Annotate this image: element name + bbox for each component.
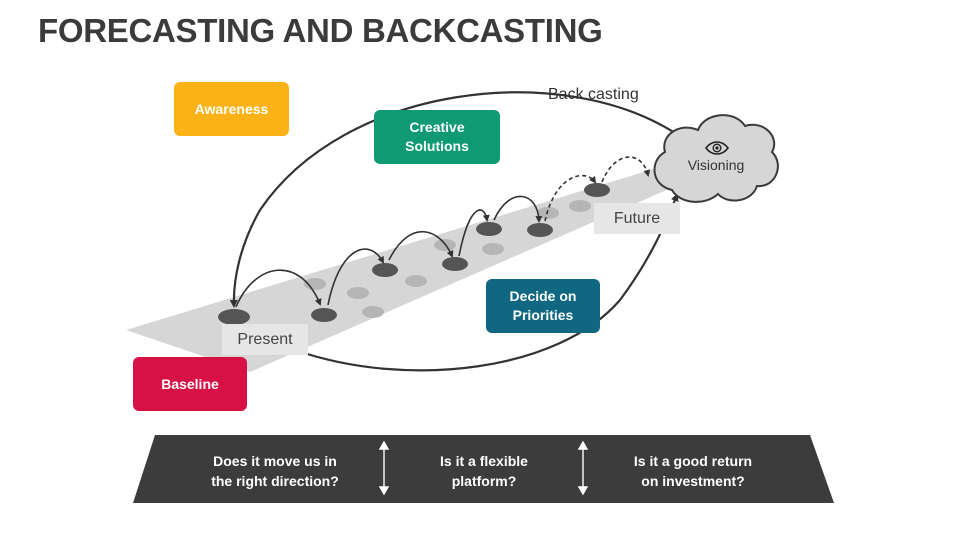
question-direction: Does it move us in the right direction? bbox=[211, 453, 339, 489]
hop-arrow bbox=[388, 230, 454, 261]
visioning-label: Visioning bbox=[687, 157, 745, 173]
question-flexible: Is it a flexible platform? bbox=[440, 453, 528, 489]
hop-arrow bbox=[493, 195, 543, 223]
dark-stone bbox=[584, 183, 610, 197]
hop-arrow bbox=[235, 269, 322, 308]
dark-stone bbox=[527, 223, 553, 237]
light-stone bbox=[304, 278, 326, 290]
light-stone bbox=[569, 200, 591, 212]
dark-stone bbox=[218, 309, 250, 325]
eye-icon bbox=[704, 141, 730, 155]
light-stone bbox=[362, 306, 384, 318]
road-path bbox=[126, 167, 685, 372]
dark-stone bbox=[311, 308, 337, 322]
baseline-box: Baseline bbox=[133, 357, 247, 411]
cloud-icon bbox=[653, 114, 779, 203]
dark-stone bbox=[372, 263, 398, 277]
double-arrow-icon bbox=[577, 440, 589, 496]
hop-arrow-dashed bbox=[544, 174, 597, 222]
back-casting-label: Back casting bbox=[548, 86, 639, 103]
hop-arrows bbox=[235, 156, 651, 308]
dark-stone bbox=[476, 222, 502, 236]
creative-solutions-box: Creative Solutions bbox=[374, 110, 500, 164]
backcasting-arc bbox=[229, 91, 676, 308]
awareness-box: Awareness bbox=[174, 82, 289, 136]
double-arrow-icon bbox=[378, 440, 390, 496]
hop-arrow bbox=[327, 248, 384, 306]
bottom-bar bbox=[133, 435, 834, 503]
dark-stones bbox=[218, 183, 610, 325]
decide-on-priorities-box: Decide on Priorities bbox=[486, 279, 600, 333]
dark-stone bbox=[442, 257, 468, 271]
light-stone bbox=[405, 275, 427, 287]
present-label: Present bbox=[222, 324, 308, 355]
light-stone bbox=[347, 287, 369, 299]
hop-arrow bbox=[458, 209, 490, 257]
light-stone bbox=[537, 207, 559, 219]
hop-arrow-dashed bbox=[601, 156, 651, 183]
question-return: Is it a good return on investment? bbox=[633, 453, 753, 489]
future-label: Future bbox=[594, 203, 680, 234]
light-stone bbox=[482, 243, 504, 255]
page-title: FORECASTING AND BACKCASTING bbox=[38, 12, 603, 49]
